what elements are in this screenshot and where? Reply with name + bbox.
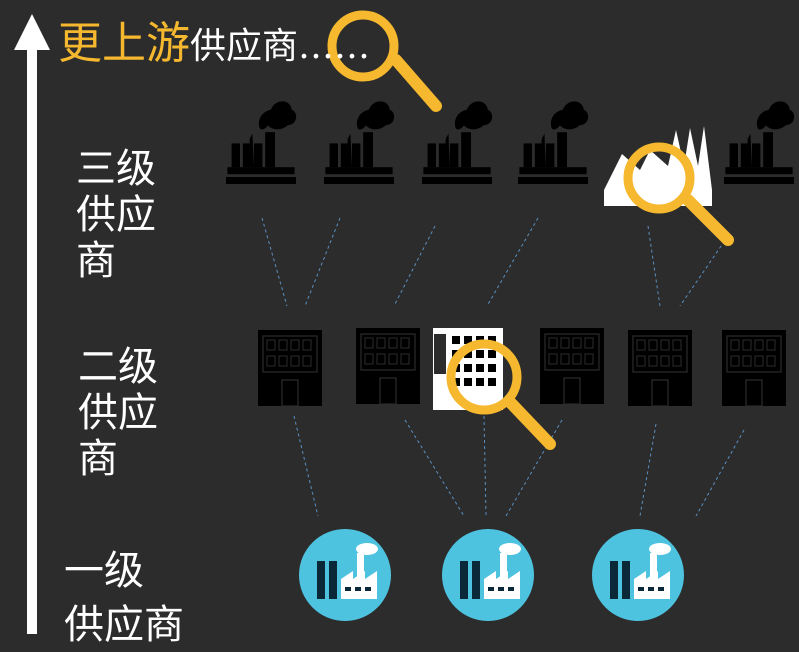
- office-building-icon: [539, 327, 605, 405]
- factory-badge-icon: [299, 529, 391, 621]
- connector-line: [483, 415, 487, 517]
- office-building-icon: [355, 327, 421, 405]
- title-rest: 供应商……: [190, 26, 371, 67]
- factory-smokestack-icon: [226, 101, 297, 184]
- connector-line: [486, 217, 539, 307]
- factory-smokestack-icon: [724, 101, 795, 184]
- factory-smokestack-icon: [324, 101, 395, 184]
- highlighted-building-icon: [433, 328, 503, 410]
- connector-line: [293, 415, 319, 517]
- office-building-icon: [721, 329, 787, 407]
- magnifying-glass-icon: [327, 10, 442, 112]
- connector-line: [393, 225, 436, 307]
- connector-line: [639, 423, 657, 517]
- factory-badge-icon: [442, 529, 534, 621]
- factory-smokestack-icon: [422, 101, 493, 184]
- connector-line: [404, 419, 465, 517]
- connector-lines: [261, 217, 745, 517]
- diagram-title: 更上游供应商……: [58, 18, 370, 79]
- tier1-suppliers: [299, 529, 684, 621]
- tier3-label: 三级 供应 商: [76, 146, 156, 284]
- connector-line: [647, 225, 661, 307]
- office-building-icon: [257, 329, 323, 407]
- tier2-suppliers: [257, 327, 787, 410]
- factory-smokestack-icon: [518, 101, 589, 184]
- magnifying-glass-icon: [446, 339, 556, 450]
- connector-line: [695, 429, 745, 517]
- tier3-suppliers: [226, 101, 795, 206]
- tier2-label: 二级 供应 商: [78, 344, 158, 482]
- highlighted-factory-icon: [604, 126, 712, 206]
- magnifying-glass-icon: [623, 142, 734, 246]
- connector-line: [679, 235, 729, 307]
- office-building-icon: [627, 329, 693, 407]
- connector-line: [304, 217, 341, 307]
- title-highlight: 更上游: [58, 18, 190, 69]
- connector-line: [505, 419, 563, 517]
- upstream-arrow: [14, 14, 50, 634]
- factory-badge-icon: [592, 529, 684, 621]
- upstream-arrow-shaft: [27, 46, 37, 634]
- upstream-arrowhead: [14, 14, 50, 50]
- connector-line: [261, 217, 288, 307]
- tier1-label: 一级 供应商: [64, 548, 184, 648]
